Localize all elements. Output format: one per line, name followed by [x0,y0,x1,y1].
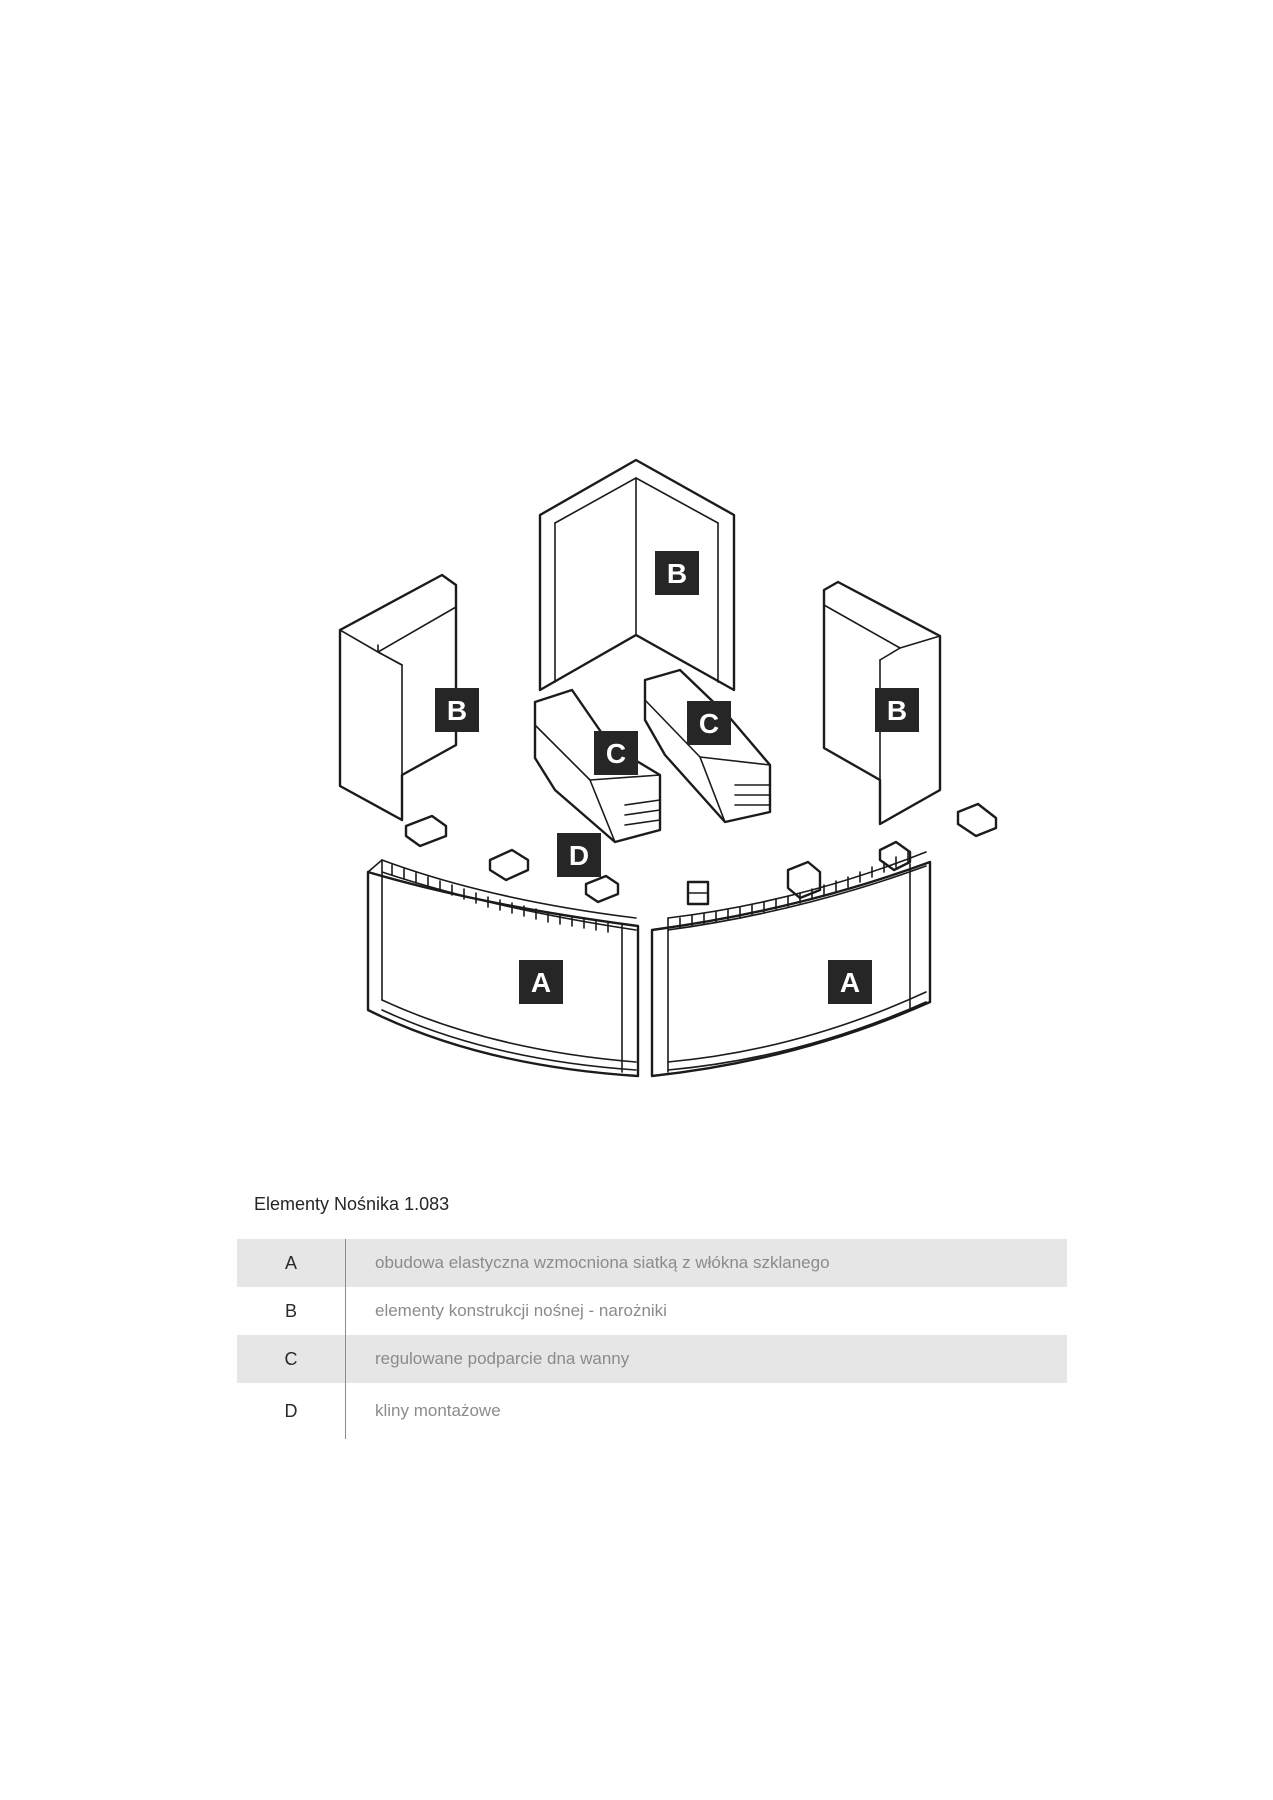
label-b-center: B [655,551,699,595]
svg-text:D: D [569,840,589,871]
support-c-right [643,668,772,824]
legend-divider [345,1239,346,1287]
casing-a-right [650,851,932,1078]
wedge-d-6 [878,840,912,872]
legend-divider [345,1383,346,1439]
legend-table: A obudowa elastyczna wzmocniona siatką z… [237,1239,1067,1439]
legend-divider [345,1287,346,1335]
legend-key: A [284,1252,297,1273]
wedge-d-3 [584,874,620,904]
legend-key: B [284,1300,297,1321]
casing-a-left [366,859,640,1078]
wedge-d-4 [686,880,710,906]
wedge-d-7 [956,802,998,838]
legend-title: Elementy Nośnika 1.083 [254,1194,450,1214]
legend-description: obudowa elastyczna wzmocniona siatką z w… [375,1253,830,1272]
svg-text:A: A [531,967,551,998]
legend-divider [345,1335,346,1383]
assembly-diagram: B B B C C D A A [338,458,998,1078]
legend-row: D kliny montażowe [237,1383,1067,1439]
legend-row: A obudowa elastyczna wzmocniona siatką z… [237,1239,1067,1287]
label-d: D [557,833,601,877]
label-c-right: C [687,701,731,745]
label-c-left: C [594,731,638,775]
corner-panel-b-left [338,573,458,822]
svg-text:C: C [699,708,719,739]
wedge-d-1 [404,814,448,848]
label-b-right: B [875,688,919,732]
legend-description: kliny montażowe [375,1401,501,1420]
svg-text:A: A [840,967,860,998]
legend-row: C regulowane podparcie dna wanny [237,1335,1067,1383]
legend-key: D [284,1400,298,1421]
legend-description: elementy konstrukcji nośnej - narożniki [375,1301,667,1320]
corner-panel-b-center [538,458,736,692]
svg-text:C: C [606,738,626,769]
legend-row: B elementy konstrukcji nośnej - narożnik… [237,1287,1067,1335]
svg-text:B: B [887,695,907,726]
legend-description: regulowane podparcie dna wanny [375,1349,630,1368]
label-a-right: A [828,960,872,1004]
label-a-left: A [519,960,563,1004]
wedge-d-2 [488,848,530,882]
svg-text:B: B [667,558,687,589]
legend-key: C [284,1348,298,1369]
svg-text:B: B [447,695,467,726]
label-b-left: B [435,688,479,732]
